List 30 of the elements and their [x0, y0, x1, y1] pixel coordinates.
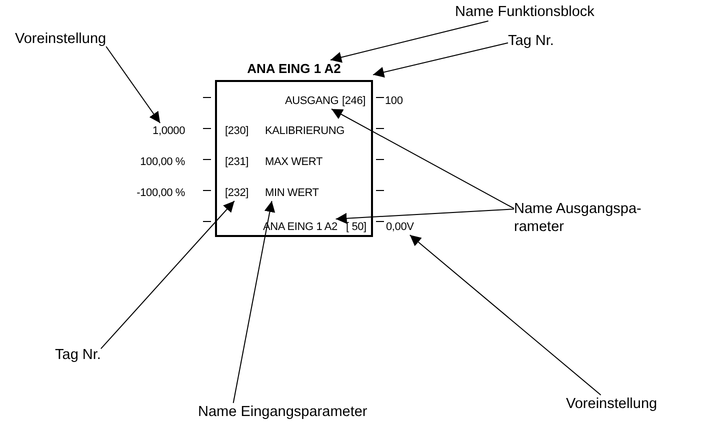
- parameter-text: [ 50]: [346, 219, 366, 235]
- default-value: -100,00 %: [136, 186, 185, 201]
- annotation-text: Name Ausgangspa- rameter: [514, 200, 644, 236]
- leader-line: [331, 108, 514, 209]
- parameter-text: KALIBRIERUNG: [265, 123, 345, 139]
- parameter-text: MAX WERT: [265, 154, 322, 170]
- parameter-text: [231]: [225, 154, 248, 170]
- default-value: 100: [385, 94, 403, 109]
- default-value: 0,00V: [386, 219, 414, 235]
- leader-line: [409, 234, 602, 396]
- annotation-text: Tag Nr.: [508, 32, 554, 50]
- annotation-text: Voreinstellung: [566, 395, 658, 413]
- parameter-text: MIN WERT: [265, 185, 319, 201]
- annotation-text: Tag Nr.: [55, 346, 101, 364]
- leader-line: [330, 20, 489, 63]
- block-title: ANA EING 1 A2: [246, 61, 342, 77]
- annotation-text: Voreinstellung: [15, 30, 106, 48]
- leader-line: [100, 200, 235, 350]
- parameter-text: [232]: [225, 185, 248, 201]
- leader-line: [106, 46, 161, 124]
- parameter-text: [246]: [342, 93, 366, 109]
- annotation-text: Name Funktionsblock: [455, 3, 594, 21]
- leader-line: [232, 200, 276, 404]
- annotation-text: Name Eingangsparameter: [198, 403, 368, 421]
- leader-line: [372, 42, 508, 78]
- parameter-text: [230]: [225, 123, 248, 139]
- leader-line: [335, 208, 514, 224]
- default-value: 100,00 %: [140, 155, 185, 170]
- default-value: 1,0000: [152, 123, 185, 139]
- parameter-text: AUSGANG: [285, 93, 339, 109]
